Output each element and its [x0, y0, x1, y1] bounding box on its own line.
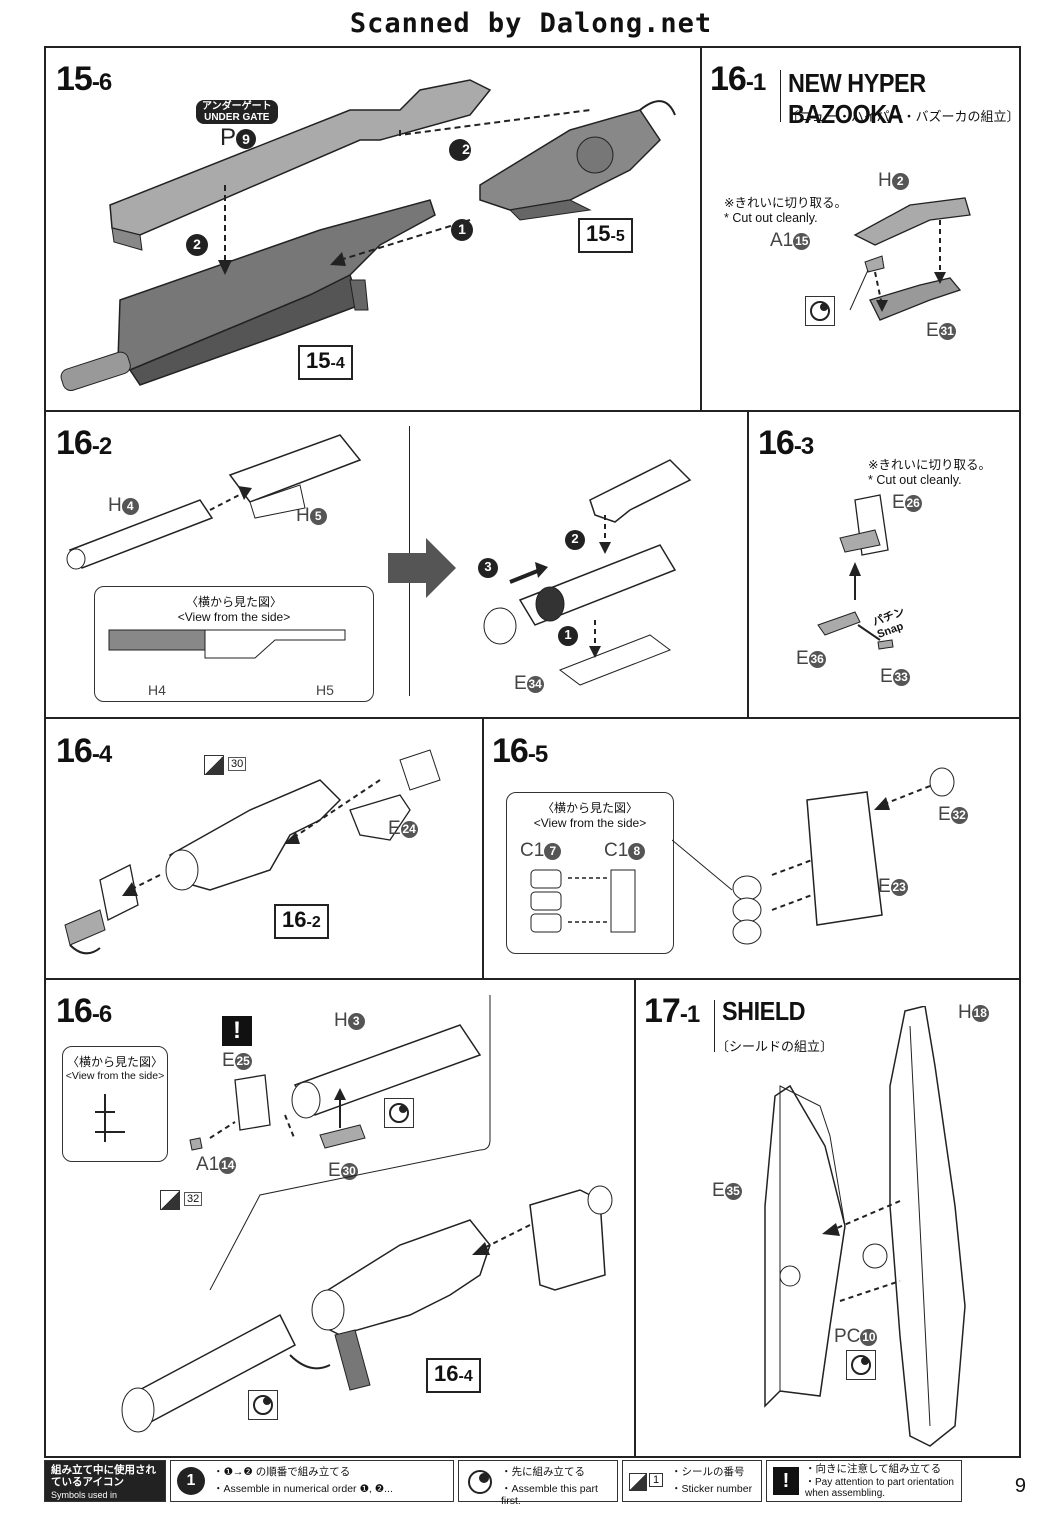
- order-marker-2-16-2: 2: [571, 531, 579, 546]
- divider-col-164-165: [482, 717, 484, 978]
- assemble-first-icon: [468, 1470, 492, 1494]
- attention-icon-16-6: !: [222, 1016, 252, 1046]
- side-view-h5-label: H5: [316, 682, 334, 698]
- side-view-box-16-5: 〈横から見た図〉 <View from the side>: [506, 792, 674, 954]
- shield-drawing: [764, 1006, 966, 1447]
- section-title-shield: SHIELD: [722, 996, 806, 1026]
- step-16-5-number: 16-5: [492, 732, 548, 770]
- divider-col-162-163: [747, 410, 749, 717]
- legend-title-block: 組み立て中に使用されているアイコン Symbols used in instru…: [44, 1460, 166, 1512]
- sticker-icon: [629, 1473, 647, 1491]
- divider-row-1: [44, 410, 1021, 412]
- side-view-box-16-2: 〈横から見た図〉 <View from the side>: [94, 586, 374, 702]
- ammo-magazine-drawing: [672, 767, 955, 945]
- ref-box-16-4: 16-4: [426, 1358, 481, 1393]
- title-separator-17-1: [714, 1000, 715, 1052]
- barrel-assembly-drawing: [60, 79, 676, 392]
- cut-note-16-1: ※きれいに切り取る。* Cut out cleanly.: [724, 196, 847, 225]
- page-number: 9: [1014, 1475, 1026, 1497]
- title-separator-16-1: [780, 70, 781, 122]
- tube-assembly-drawing-2: [478, 459, 692, 686]
- grip-snap-drawing: [817, 494, 894, 650]
- order-marker-2b: 2: [193, 236, 201, 252]
- tube-assembly-drawing: [66, 434, 362, 570]
- sticker-number-32: 32: [184, 1192, 203, 1206]
- order-icon: 1: [177, 1467, 205, 1495]
- symbol-legend: 組み立て中に使用されているアイコン Symbols used in instru…: [44, 1460, 1021, 1512]
- section-subtitle-bazooka-jp: 〔ニュー・ハイパー・バズーカの組立〕: [786, 109, 1020, 124]
- divider-row-3: [44, 978, 1021, 980]
- legend-attention-block: ! ・向きに注意して組み立てる ・Pay attention to part o…: [766, 1460, 962, 1502]
- cut-note-16-3: ※きれいに切り取る。* Cut out cleanly.: [868, 458, 991, 487]
- order-marker-3-16-2: 3: [484, 559, 492, 574]
- step-16-6-number: 16-6: [56, 992, 112, 1030]
- side-view-box-16-6: 〈横から見た図〉 <View from the side>: [62, 1046, 168, 1162]
- side-view-h4-label: H4: [148, 682, 166, 698]
- step-arrow-16-2: [388, 538, 456, 598]
- assemble-first-icon-16-6b: [248, 1390, 278, 1420]
- sticker-number-icon: 1: [649, 1473, 664, 1487]
- callout-line-16-6: [209, 995, 491, 1290]
- bazooka-final-drawing: [121, 1185, 613, 1433]
- sticker-number-30: 30: [228, 757, 247, 771]
- assemble-first-icon-16-1: [805, 296, 835, 326]
- step-17-1-number: 17-1: [644, 992, 700, 1030]
- step-15-6-number: 15-6: [56, 60, 112, 98]
- order-marker-1: 1: [458, 221, 466, 237]
- divider-col-166-171: [634, 978, 636, 1458]
- instruction-frame: [44, 46, 1021, 1458]
- section-title-new-hyper-bazooka: NEW HYPER BAZOOKA: [788, 68, 926, 129]
- divider-row-2: [44, 717, 1021, 719]
- bazooka-grip-drawing: [849, 197, 971, 321]
- ref-box-16-2: 16-2: [274, 904, 329, 939]
- legend-order-block: 1 ・❶→❷ の順番で組み立てる ・Assemble in numerical …: [170, 1460, 454, 1502]
- scan-watermark-title: Scanned by Dalong.net: [349, 8, 713, 39]
- divider-col-15-16: [700, 46, 702, 410]
- order-marker-1-16-2: 1: [564, 627, 572, 642]
- assemble-first-icon-17-1: [846, 1350, 876, 1380]
- step-16-1-number: 16-1: [710, 60, 766, 98]
- ref-box-15-5: 15-5: [578, 218, 633, 253]
- legend-sticker-block: 1 ・シールの番号 ・Sticker number: [622, 1460, 762, 1502]
- step-16-2-number: 16-2: [56, 424, 112, 462]
- legend-first-block: ・先に組み立てる ・Assemble this part first.: [458, 1460, 618, 1507]
- attention-icon: !: [773, 1467, 799, 1495]
- ref-box-15-4: 15-4: [298, 345, 353, 380]
- section-subtitle-shield-jp: 〔シールドの組立〕: [716, 1039, 834, 1054]
- sticker-icon-30: [204, 755, 224, 775]
- step-16-4-number: 16-4: [56, 732, 112, 770]
- bazooka-body-drawing: [64, 749, 441, 955]
- step-16-3-number: 16-3: [758, 424, 814, 462]
- rear-cap-drawing: [189, 1024, 482, 1151]
- order-marker-2: 2: [462, 141, 470, 157]
- sticker-icon-32: [160, 1190, 180, 1210]
- assemble-first-icon-16-6: [384, 1098, 414, 1128]
